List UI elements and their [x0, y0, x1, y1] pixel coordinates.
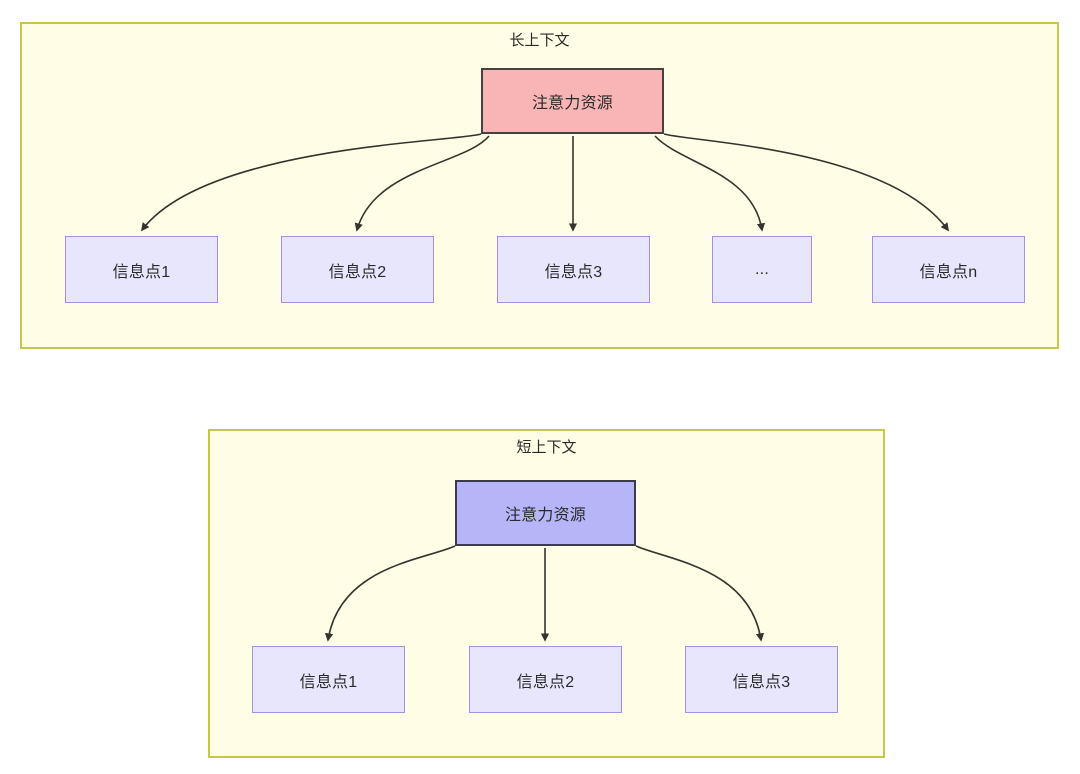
node-info-point-long-ellipsis[interactable]: ... [712, 236, 812, 303]
node-attention-resource-long[interactable]: 注意力资源 [481, 68, 664, 134]
group-long-context-title: 长上下文 [509, 32, 570, 49]
node-info-point-long-2-label: 信息点2 [328, 263, 387, 281]
node-info-point-long-ellipsis-label: ... [755, 260, 769, 278]
node-attention-resource-short[interactable]: 注意力资源 [455, 480, 636, 546]
node-info-point-short-2[interactable]: 信息点2 [469, 646, 622, 713]
node-info-point-short-1[interactable]: 信息点1 [252, 646, 405, 713]
node-info-point-long-1[interactable]: 信息点1 [65, 236, 218, 303]
node-info-point-short-1-label: 信息点1 [299, 673, 358, 691]
node-info-point-long-3[interactable]: 信息点3 [497, 236, 650, 303]
node-info-point-short-3-label: 信息点3 [732, 673, 791, 691]
node-info-point-long-2[interactable]: 信息点2 [281, 236, 434, 303]
node-info-point-long-1-label: 信息点1 [112, 263, 171, 281]
node-info-point-short-2-label: 信息点2 [516, 673, 575, 691]
node-info-point-long-n-label: 信息点n [919, 263, 978, 281]
group-short-context-title: 短上下文 [516, 439, 577, 456]
node-attention-resource-short-label: 注意力资源 [504, 507, 586, 524]
node-info-point-long-3-label: 信息点3 [544, 263, 603, 281]
node-info-point-short-3[interactable]: 信息点3 [685, 646, 838, 713]
node-info-point-long-n[interactable]: 信息点n [872, 236, 1025, 303]
node-attention-resource-long-label: 注意力资源 [531, 95, 613, 112]
